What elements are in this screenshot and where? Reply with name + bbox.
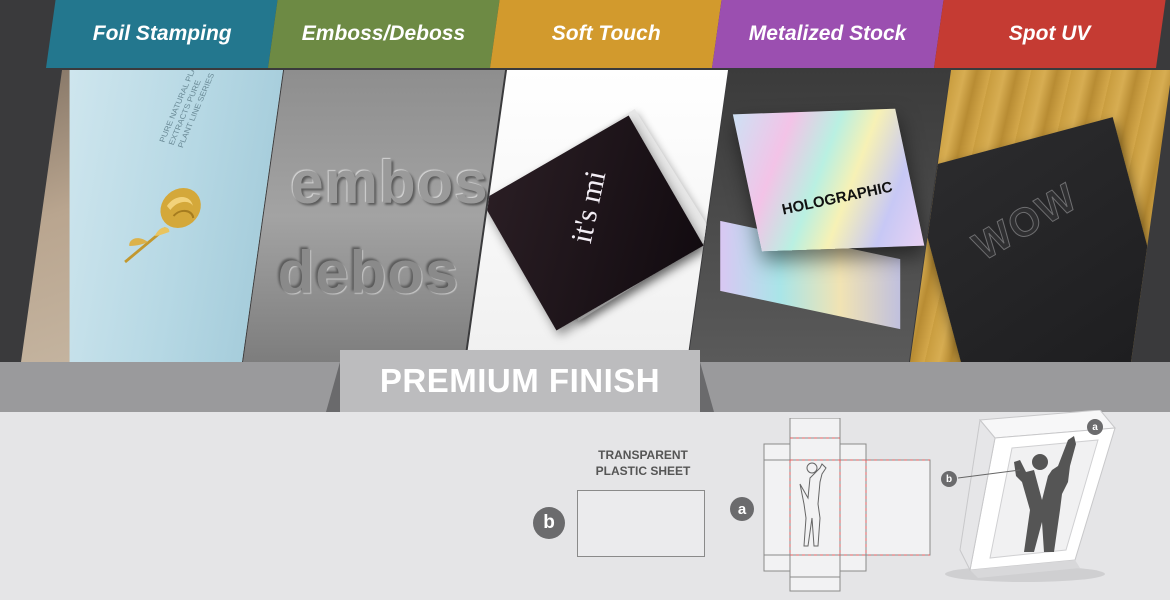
- badge-a: a: [730, 497, 754, 521]
- tab-label: Soft Touch: [551, 22, 661, 45]
- metalized-stock-image: HOLOGRAPHIC: [688, 70, 951, 362]
- banner-fold-left: [326, 362, 340, 412]
- tab-metalized-stock[interactable]: Metalized Stock: [712, 0, 944, 68]
- emboss-deboss-image: embos debos: [243, 70, 506, 362]
- badge-b: b: [533, 507, 565, 539]
- sheet-label-line2: PLASTIC SHEET: [595, 464, 691, 478]
- tab-emboss-deboss[interactable]: Emboss/Deboss: [268, 0, 500, 68]
- box-dieline: [763, 418, 931, 592]
- premium-finish-banner: PREMIUM FINISH: [326, 350, 714, 412]
- tab-foil-stamping[interactable]: Foil Stamping: [46, 0, 278, 68]
- sheet-label-line1: TRANSPARENT: [598, 448, 688, 462]
- finish-showcase: Foil Stamping Emboss/Deboss Soft Touch M…: [21, 0, 1170, 362]
- sheet-label: TRANSPARENT PLASTIC SHEET: [586, 447, 700, 479]
- tab-label: Metalized Stock: [748, 22, 907, 45]
- badge-a-small: a: [1087, 419, 1103, 435]
- deboss-text: debos: [277, 239, 460, 306]
- banner-title: PREMIUM FINISH: [379, 362, 661, 399]
- foil-stamping-image: PURE NATURAL PLANT EXTRACTS PURE PLANT L…: [21, 70, 284, 362]
- spot-uv-image: WOW: [910, 70, 1170, 362]
- soft-touch-image: it's mi: [466, 70, 729, 362]
- tab-label: Spot UV: [1008, 22, 1091, 45]
- window-box-3d: [945, 410, 1116, 582]
- tab-spot-uv[interactable]: Spot UV: [934, 0, 1166, 68]
- tab-label: Foil Stamping: [92, 22, 232, 45]
- tab-label: Emboss/Deboss: [302, 22, 466, 45]
- banner-body: PREMIUM FINISH: [340, 350, 700, 412]
- tab-soft-touch[interactable]: Soft Touch: [490, 0, 722, 68]
- badge-b-small: b: [941, 471, 957, 487]
- banner-fold-right: [700, 362, 714, 412]
- emboss-text: embos: [290, 149, 489, 216]
- gold-rose-icon: [124, 188, 201, 264]
- transparent-sheet: [577, 490, 705, 557]
- holographic-box-top: [732, 108, 925, 252]
